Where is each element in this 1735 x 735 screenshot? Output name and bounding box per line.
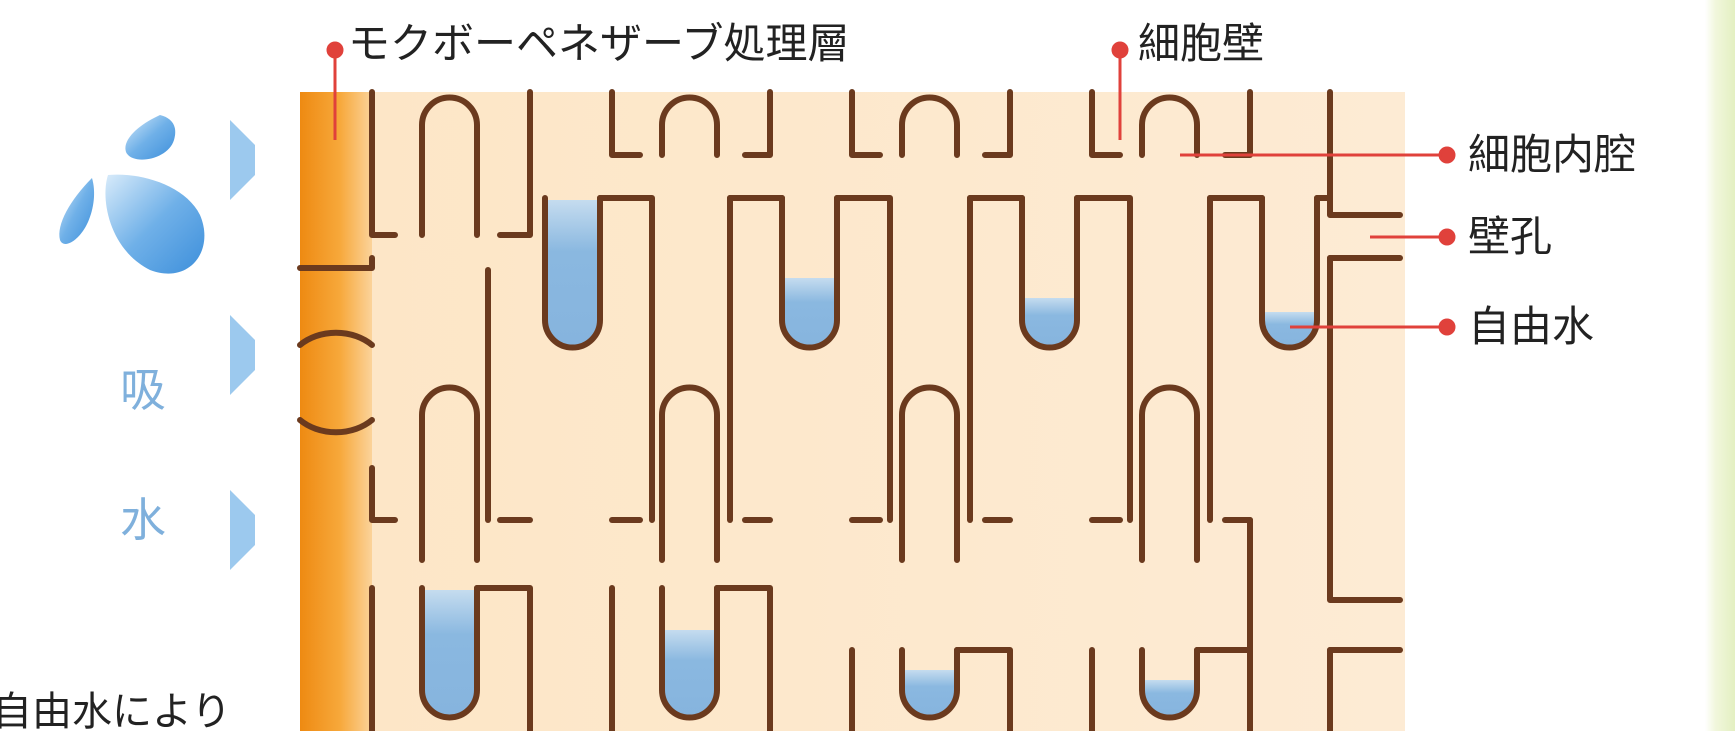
cell-wall-label: 細胞壁: [1138, 19, 1265, 68]
cell-wall: [954, 647, 1013, 734]
cell-wall: [297, 417, 375, 436]
cell-wall: [474, 585, 533, 734]
pointer-dot: [1111, 41, 1129, 59]
cell-wall: [899, 647, 960, 721]
cell-wall: [1089, 89, 1123, 158]
bottom-caption: 自由水により: [0, 689, 232, 735]
free-water: [662, 630, 717, 718]
pointer-dot: [1438, 318, 1456, 336]
treatment-layer-band: [300, 92, 372, 731]
pointer-dot: [326, 41, 344, 59]
cell-wall: [597, 195, 655, 523]
free-water: [545, 200, 600, 348]
cell-wall: [1327, 89, 1403, 218]
cell-wall: [659, 384, 720, 563]
cell-wall: [1139, 94, 1200, 158]
cell-wall: [369, 465, 398, 523]
cell-wall: [1019, 195, 1080, 351]
cell-wall: [1139, 384, 1200, 563]
cell-wall: [542, 195, 603, 351]
cell-wall: [834, 195, 893, 523]
free-water: [782, 278, 837, 348]
arrow-right-icon: [230, 120, 255, 570]
free-water: [902, 670, 957, 718]
free-water-label: 自由水: [1468, 302, 1595, 351]
cell-lumen-label: 細胞内腔: [1468, 130, 1637, 179]
cell-wall: [659, 585, 720, 721]
cell-wall: [1327, 255, 1403, 603]
cell-wall: [714, 585, 773, 734]
cell-wall: [419, 585, 480, 721]
cell-wall: [982, 89, 1013, 158]
pointer-dot: [1438, 146, 1456, 164]
absorption-char-2: 水: [120, 493, 166, 547]
cell-wall: [297, 329, 375, 348]
pointer-dot: [1438, 228, 1456, 246]
cell-wall: [609, 89, 643, 158]
right-edge-strip: [1705, 0, 1735, 731]
cell-wall: [779, 195, 840, 351]
water-drop-icon: [59, 115, 205, 274]
free-water: [422, 590, 477, 718]
cell-wall: [899, 94, 960, 158]
pointer-lines: [326, 41, 1456, 336]
absorption-char-1: 吸: [120, 363, 166, 417]
cell-wall: [849, 89, 883, 158]
free-water: [1022, 298, 1077, 348]
cell-wall: [1074, 195, 1133, 523]
cell-wall: [659, 94, 720, 158]
cell-wall: [1139, 647, 1200, 721]
treatment-layer-label: モクボーペネザーブ処理層: [348, 19, 850, 68]
free-water: [1142, 680, 1197, 718]
free-water: [1262, 312, 1317, 348]
free-water-fills: [422, 200, 1317, 718]
wall-pore-label: 壁孔: [1468, 212, 1553, 261]
cell-wall: [419, 94, 480, 238]
cell-walls: [297, 89, 1403, 734]
cell-wall: [497, 89, 533, 238]
cell-wall: [419, 384, 480, 563]
cell-wall: [742, 89, 773, 158]
cell-wall: [899, 384, 960, 563]
cell-wall: [369, 89, 398, 238]
cell-wall: [297, 255, 375, 271]
